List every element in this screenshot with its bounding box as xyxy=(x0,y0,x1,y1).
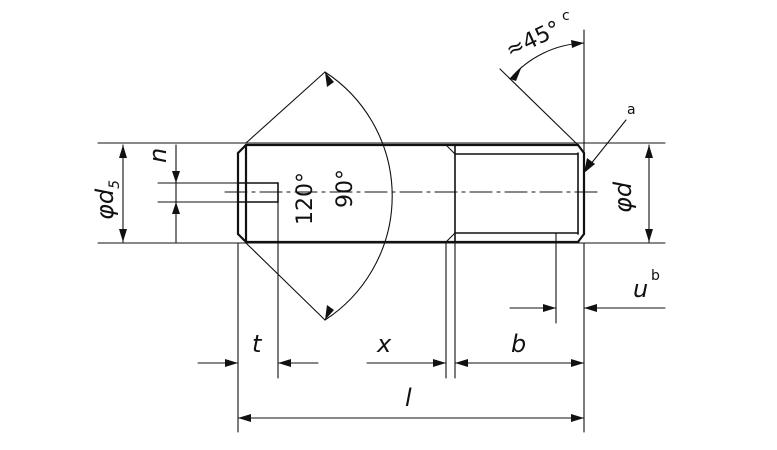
t-x-b-dimensions: t x b xyxy=(197,201,585,433)
note-c-label: c xyxy=(562,8,570,24)
chamfer-angle-construction: 120° 90° xyxy=(245,71,393,321)
slot-n-label: n xyxy=(144,148,172,163)
slot-n-dimension: n xyxy=(144,144,180,243)
length-l-dimension: l xyxy=(237,384,585,422)
screw-body-outline xyxy=(236,143,586,244)
u-dimension: u b xyxy=(509,232,666,324)
l-label: l xyxy=(405,384,412,412)
note-b-label: b xyxy=(651,268,660,284)
diameter-extension-lines xyxy=(97,142,666,244)
diameter-d5-dimension: φd5 xyxy=(91,144,127,243)
b-label: b xyxy=(511,330,526,358)
angle-120-label: 120° xyxy=(293,172,318,225)
diameter-d-label: φd xyxy=(609,181,637,213)
approx-45-label: ≈45° xyxy=(502,17,565,64)
t-label: t xyxy=(252,330,263,358)
end-angle-construction: ≈45° c xyxy=(499,8,585,154)
x-label: x xyxy=(376,330,392,358)
diameter-d5-label: φd5 xyxy=(91,180,123,220)
u-label: u xyxy=(633,275,648,303)
angle-90-label: 90° xyxy=(333,169,358,208)
note-a-leader: a xyxy=(584,102,636,173)
note-a-label: a xyxy=(627,102,636,118)
diameter-d-dimension: φd xyxy=(609,144,653,243)
thread-lines xyxy=(445,144,579,243)
